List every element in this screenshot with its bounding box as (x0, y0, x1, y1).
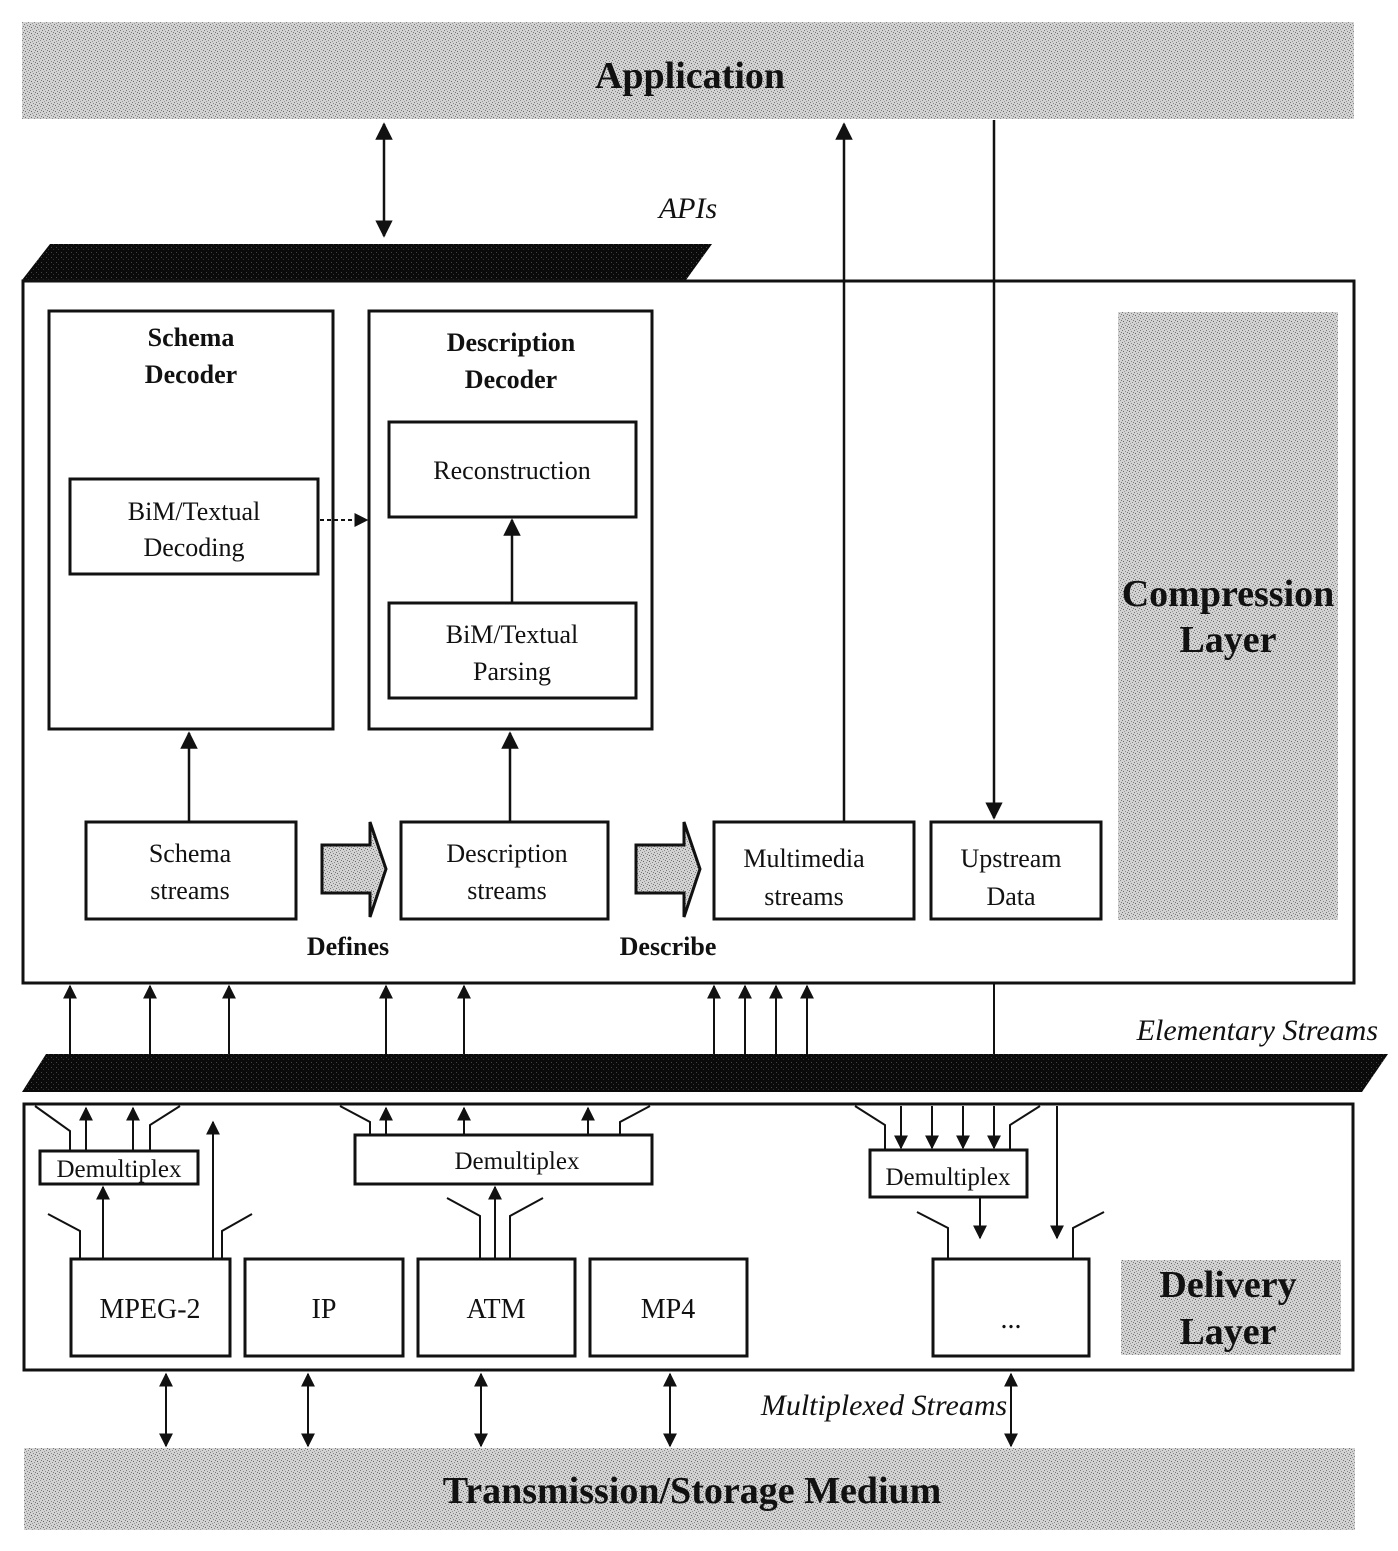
funnel-line (221, 1213, 253, 1258)
upstream-data-line2: Data (986, 882, 1036, 911)
funnel-line (509, 1197, 544, 1258)
transport-mp4-box: MP4 (588, 1257, 749, 1358)
application-background (22, 22, 1354, 119)
multimedia-streams-line1: Multimedia (743, 844, 865, 873)
delivery-layer-label-block: Delivery Layer (1121, 1260, 1341, 1355)
demultiplex-right-label: Demultiplex (886, 1164, 1011, 1191)
bim-textual-decoding-line1: BiM/Textual (128, 497, 261, 526)
compression-layer-label-line2: Layer (1179, 619, 1276, 661)
transmission-storage-medium-label: Transmission/Storage Medium (443, 1470, 942, 1512)
bim-textual-decoding-box (68, 477, 320, 576)
transport-mpeg2-box: MPEG-2 (69, 1257, 232, 1358)
apis-bar (22, 244, 712, 280)
application-band: Application (22, 22, 1354, 119)
funnel-line (446, 1197, 481, 1258)
schema-decoder-title-line1: Schema (148, 323, 235, 352)
demultiplex-left: Demultiplex (34, 1105, 253, 1258)
elementary-streams-bar (22, 1054, 1388, 1092)
multiplexed-streams-label: Multiplexed Streams (760, 1389, 1007, 1422)
funnel-line (339, 1105, 371, 1135)
description-decoder-title-line2: Decoder (465, 365, 557, 394)
funnel-line (47, 1213, 81, 1258)
funnel-line (34, 1105, 71, 1151)
delivery-layer-label-line2: Layer (1179, 1311, 1276, 1353)
reconstruction-box (387, 420, 638, 519)
describe-block-arrow (634, 821, 702, 918)
schema-streams-line2: streams (150, 876, 229, 905)
transport-other-box: ... (931, 1257, 1091, 1358)
transmission-storage-medium-band: Transmission/Storage Medium (24, 1448, 1355, 1530)
funnel-line (1072, 1211, 1105, 1258)
reconstruction-label: Reconstruction (433, 456, 590, 485)
demultiplex-left-label: Demultiplex (57, 1156, 182, 1183)
upstream-data-line1: Upstream (960, 844, 1061, 873)
transport-other-label: ... (1001, 1304, 1022, 1335)
transport-atm-box: ATM (416, 1257, 577, 1358)
bim-textual-parsing-line1: BiM/Textual (446, 620, 579, 649)
funnel-line (1009, 1105, 1041, 1150)
bim-textual-parsing-box (387, 601, 638, 700)
description-streams-box: Description streams (399, 820, 610, 921)
transport-mp4-label: MP4 (641, 1294, 695, 1325)
description-streams-line1: Description (446, 839, 567, 868)
application-label: Application (595, 55, 785, 97)
funnel-line (619, 1105, 651, 1135)
demultiplex-right: Demultiplex (854, 1105, 1105, 1258)
schema-decoder-title-line2: Decoder (145, 360, 237, 389)
funnel-line (854, 1105, 886, 1150)
schema-decoder: Schema Decoder BiM/Textual Decoding (47, 309, 335, 731)
multimedia-streams-box: Multimedia streams (712, 820, 916, 921)
bim-textual-decoding-line2: Decoding (143, 533, 244, 562)
transport-ip-label: IP (312, 1294, 337, 1325)
delivery-layer-label-line1: Delivery (1159, 1264, 1296, 1306)
compression-layer-label-line1: Compression (1122, 573, 1335, 615)
elementary-streams-label: Elementary Streams (1136, 1014, 1378, 1047)
bim-textual-parsing-line2: Parsing (473, 657, 551, 686)
description-streams-line2: streams (467, 876, 546, 905)
upstream-data-box: Upstream Data (929, 820, 1103, 921)
apis-label: APIs (657, 192, 717, 225)
defines-label: Defines (307, 932, 389, 961)
transport-ip-box: IP (243, 1257, 405, 1358)
description-decoder: Description Decoder Reconstruction BiM/T… (367, 309, 654, 731)
transport-atm-label: ATM (466, 1294, 525, 1325)
elementary-stream-arrows (63, 983, 995, 1055)
compression-layer-label-block: Compression Layer (1118, 312, 1338, 920)
schema-streams-line1: Schema (149, 839, 232, 868)
funnel-line (916, 1211, 949, 1258)
description-decoder-title-line1: Description (447, 328, 576, 357)
describe-label: Describe (620, 932, 717, 961)
demultiplex-middle: Demultiplex (339, 1105, 654, 1258)
multiplexed-stream-arrows (159, 1372, 1018, 1448)
funnel-line (149, 1105, 181, 1151)
multimedia-streams-line2: streams (764, 882, 843, 911)
transport-mpeg2-label: MPEG-2 (99, 1294, 200, 1325)
schema-streams-box: Schema streams (84, 820, 298, 921)
demultiplex-middle-label: Demultiplex (455, 1148, 580, 1175)
defines-block-arrow (320, 821, 388, 918)
